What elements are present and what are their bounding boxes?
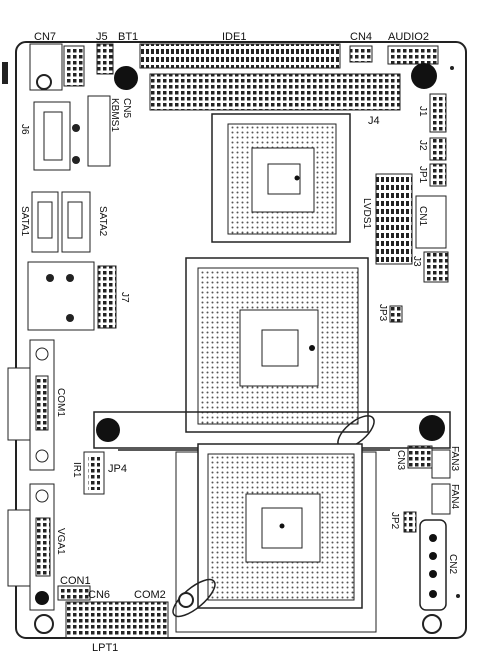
- main-chip-center: [309, 345, 315, 351]
- j6-hole-bottom: [72, 156, 80, 164]
- com1-screw-top: [35, 347, 49, 361]
- con1-connector: [57, 585, 91, 601]
- label-j7: J7: [119, 292, 130, 303]
- north-chip-die-inner: [267, 163, 301, 195]
- bottom-right-small-hole: [456, 594, 460, 598]
- fan3-connector: [431, 449, 451, 479]
- cn7-mount-hole: [36, 74, 52, 90]
- label-vga1: VGA1: [55, 528, 66, 555]
- j7-hole-3: [66, 314, 74, 322]
- label-kbms1: KBMS1: [109, 98, 120, 132]
- label-com1: COM1: [55, 388, 66, 417]
- label-audio2: AUDIO2: [388, 31, 429, 43]
- label-cn6: CN6: [88, 589, 110, 601]
- j7-lan-port: [27, 261, 95, 331]
- label-cn7: CN7: [34, 31, 56, 43]
- j2-connector: [429, 137, 447, 161]
- jp2-jumper: [403, 511, 417, 533]
- label-j3: J3: [411, 256, 422, 267]
- j7-hole-2: [66, 274, 74, 282]
- label-cn4: CN4: [350, 31, 372, 43]
- main-chip-die-inner: [261, 329, 299, 367]
- audio2-connector: [387, 45, 439, 65]
- left-edge-marker: [2, 62, 8, 84]
- j6-connector: [33, 101, 71, 171]
- sata2-connector: [61, 191, 91, 253]
- sata1-inner: [37, 201, 53, 239]
- heatsink-hole-right: [419, 415, 445, 441]
- vga1-pins: [35, 517, 51, 577]
- label-jp2: JP2: [389, 512, 400, 530]
- jp1-connector: [429, 163, 447, 187]
- cn2-pin-3: [429, 570, 437, 578]
- cn4-connector: [349, 45, 373, 63]
- label-sata2: SATA2: [97, 206, 108, 237]
- j6-hole-top: [72, 124, 80, 132]
- cn3-connector: [407, 445, 433, 469]
- label-com2: COM2: [134, 589, 166, 601]
- cn7-pins: [63, 45, 85, 87]
- ir1-pins: [88, 456, 100, 490]
- north-chip-center: [294, 175, 300, 181]
- label-j6: J6: [19, 124, 30, 135]
- j5-connector: [96, 43, 114, 75]
- sata1-connector: [31, 191, 59, 253]
- label-lvds1: LVDS1: [361, 198, 372, 229]
- label-cn5: CN5: [121, 98, 132, 118]
- bottom-left-mount-hole: [34, 614, 54, 634]
- com1-screw-bottom: [35, 449, 49, 463]
- label-j2: J2: [417, 140, 428, 151]
- south-mount-hole: [178, 592, 194, 608]
- label-cn3: CN3: [395, 450, 406, 470]
- bottom-right-mount-hole: [422, 614, 442, 634]
- fan4-connector: [431, 483, 451, 515]
- label-sata1: SATA1: [19, 206, 30, 237]
- south-chip-center: [279, 523, 285, 529]
- j1-connector: [429, 93, 447, 133]
- j7-hole-1: [46, 274, 54, 282]
- cn1-connector: [415, 195, 447, 249]
- label-jp4: JP4: [108, 463, 127, 475]
- label-fan3: FAN3: [449, 446, 460, 471]
- label-ir1: IR1: [71, 462, 82, 478]
- heatsink-clip-left: [172, 578, 216, 618]
- top-right-small-hole: [450, 66, 454, 70]
- j6-inner: [43, 111, 63, 161]
- label-con1: CON1: [60, 575, 91, 587]
- sata2-inner: [67, 201, 83, 239]
- label-ide1: IDE1: [222, 31, 246, 43]
- jp3-jumper: [389, 305, 403, 323]
- label-cn2: CN2: [447, 554, 458, 574]
- label-j1: J1: [417, 106, 428, 117]
- cn2-pin-1: [429, 534, 437, 542]
- cn2-connector: [419, 519, 447, 611]
- label-fan4: FAN4: [449, 484, 460, 509]
- label-bt1: BT1: [118, 31, 138, 43]
- label-jp1: JP1: [417, 166, 428, 184]
- ide1-connector: [139, 43, 341, 69]
- cn5-connector: [87, 95, 111, 167]
- top-right-mount-hole: [411, 63, 437, 89]
- cn6-connector: [65, 601, 169, 639]
- bt1-battery: [114, 66, 138, 90]
- label-jp3: JP3: [377, 304, 388, 322]
- j3-connector: [423, 251, 449, 283]
- j4-connector: [149, 73, 401, 111]
- label-lpt1: LPT1: [92, 642, 118, 654]
- com1-pins: [35, 375, 49, 431]
- vga1-screw-top: [35, 489, 49, 503]
- cn2-pin-4: [429, 590, 437, 598]
- label-cn1: CN1: [417, 206, 428, 226]
- vga1-screw-bottom: [35, 591, 49, 605]
- heatsink-hole-left: [96, 418, 120, 442]
- j7-pins: [97, 265, 117, 329]
- lvds1-connector: [375, 173, 413, 265]
- label-j5: J5: [96, 31, 108, 43]
- cn2-pin-2: [429, 552, 437, 560]
- label-j4: J4: [368, 115, 380, 127]
